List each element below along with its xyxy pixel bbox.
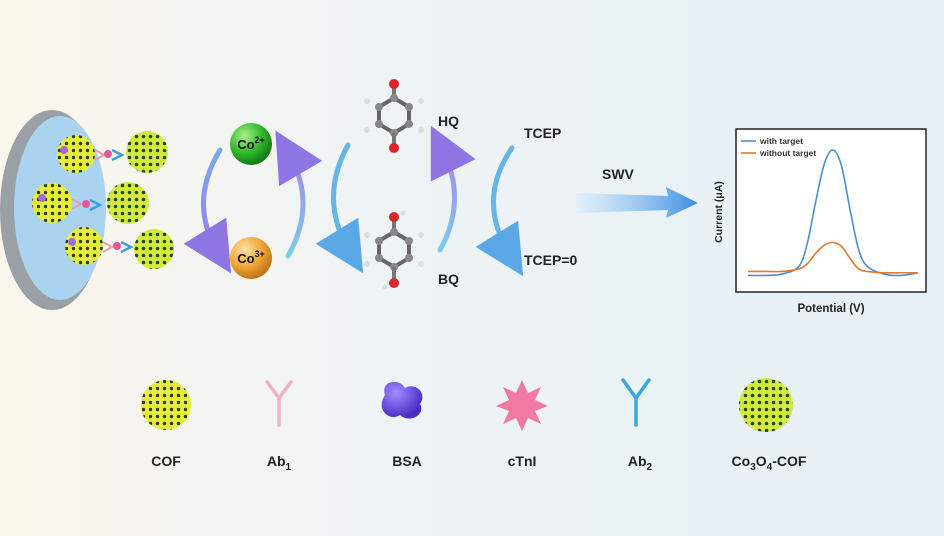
svg-text:Co3O4-COF: Co3O4-COF bbox=[732, 453, 807, 473]
svg-text:cTnI: cTnI bbox=[508, 453, 537, 469]
legend-bsa: BSA bbox=[381, 381, 423, 469]
swv-step: SWV bbox=[576, 166, 698, 218]
tcep-reaction: TCEP TCEP=0 bbox=[475, 125, 578, 277]
legend-ctni: cTnI bbox=[496, 380, 548, 469]
hq-to-bq-arrow bbox=[315, 142, 364, 274]
co-cycle-right-arrow bbox=[275, 130, 323, 259]
legend-ab1: Ab1 bbox=[265, 380, 293, 473]
hq-molecule bbox=[364, 79, 424, 153]
swv-arrow bbox=[576, 187, 698, 218]
chart-frame bbox=[735, 128, 927, 293]
swv-label: SWV bbox=[602, 166, 635, 182]
legend-cof: COF bbox=[141, 380, 191, 469]
bq-label: BQ bbox=[438, 271, 459, 287]
co3-label: Co3+ bbox=[237, 249, 265, 266]
co-cycle-left-arrow bbox=[183, 147, 232, 274]
chart-xlabel: Potential (V) bbox=[797, 303, 864, 315]
assembly-middle bbox=[32, 182, 149, 224]
co-redox-cycle: Co2+ Co3+ bbox=[183, 123, 323, 279]
svg-text:Ab1: Ab1 bbox=[267, 453, 292, 473]
legend-co3o4-cof: Co3O4-COF bbox=[732, 378, 807, 473]
tcep-zero-label: TCEP=0 bbox=[524, 252, 578, 268]
chart-legend: with target without target bbox=[741, 136, 816, 158]
swv-chart: with target without target Current (μA) P… bbox=[713, 128, 927, 315]
legend-label-0: with target bbox=[759, 136, 803, 146]
co2-label: Co2+ bbox=[237, 135, 265, 152]
hq-label: HQ bbox=[438, 113, 459, 129]
chart-series bbox=[747, 149, 919, 277]
bq-to-hq-arrow bbox=[430, 125, 476, 253]
svg-text:COF: COF bbox=[151, 453, 181, 469]
bq-molecule bbox=[364, 210, 424, 290]
tcep-label: TCEP bbox=[524, 125, 561, 141]
chart-ylabel: Current (μA) bbox=[713, 181, 725, 243]
series-line-1 bbox=[748, 241, 918, 274]
tcep-arrow bbox=[475, 145, 524, 277]
assembly-top bbox=[57, 131, 168, 173]
component-legend: COF Ab1 BSA cTnI Ab2 Co3O4-COF bbox=[141, 378, 807, 473]
svg-text:Ab2: Ab2 bbox=[628, 453, 653, 473]
legend-label-1: without target bbox=[759, 148, 816, 158]
svg-text:BSA: BSA bbox=[392, 453, 422, 469]
hq-bq-cycle: HQ BQ bbox=[315, 79, 476, 290]
co3-ball bbox=[230, 237, 272, 279]
co2-ball bbox=[230, 123, 272, 165]
assembly-bottom bbox=[65, 227, 174, 269]
sandwich-assemblies bbox=[32, 131, 174, 269]
legend-ab2: Ab2 bbox=[621, 378, 653, 473]
